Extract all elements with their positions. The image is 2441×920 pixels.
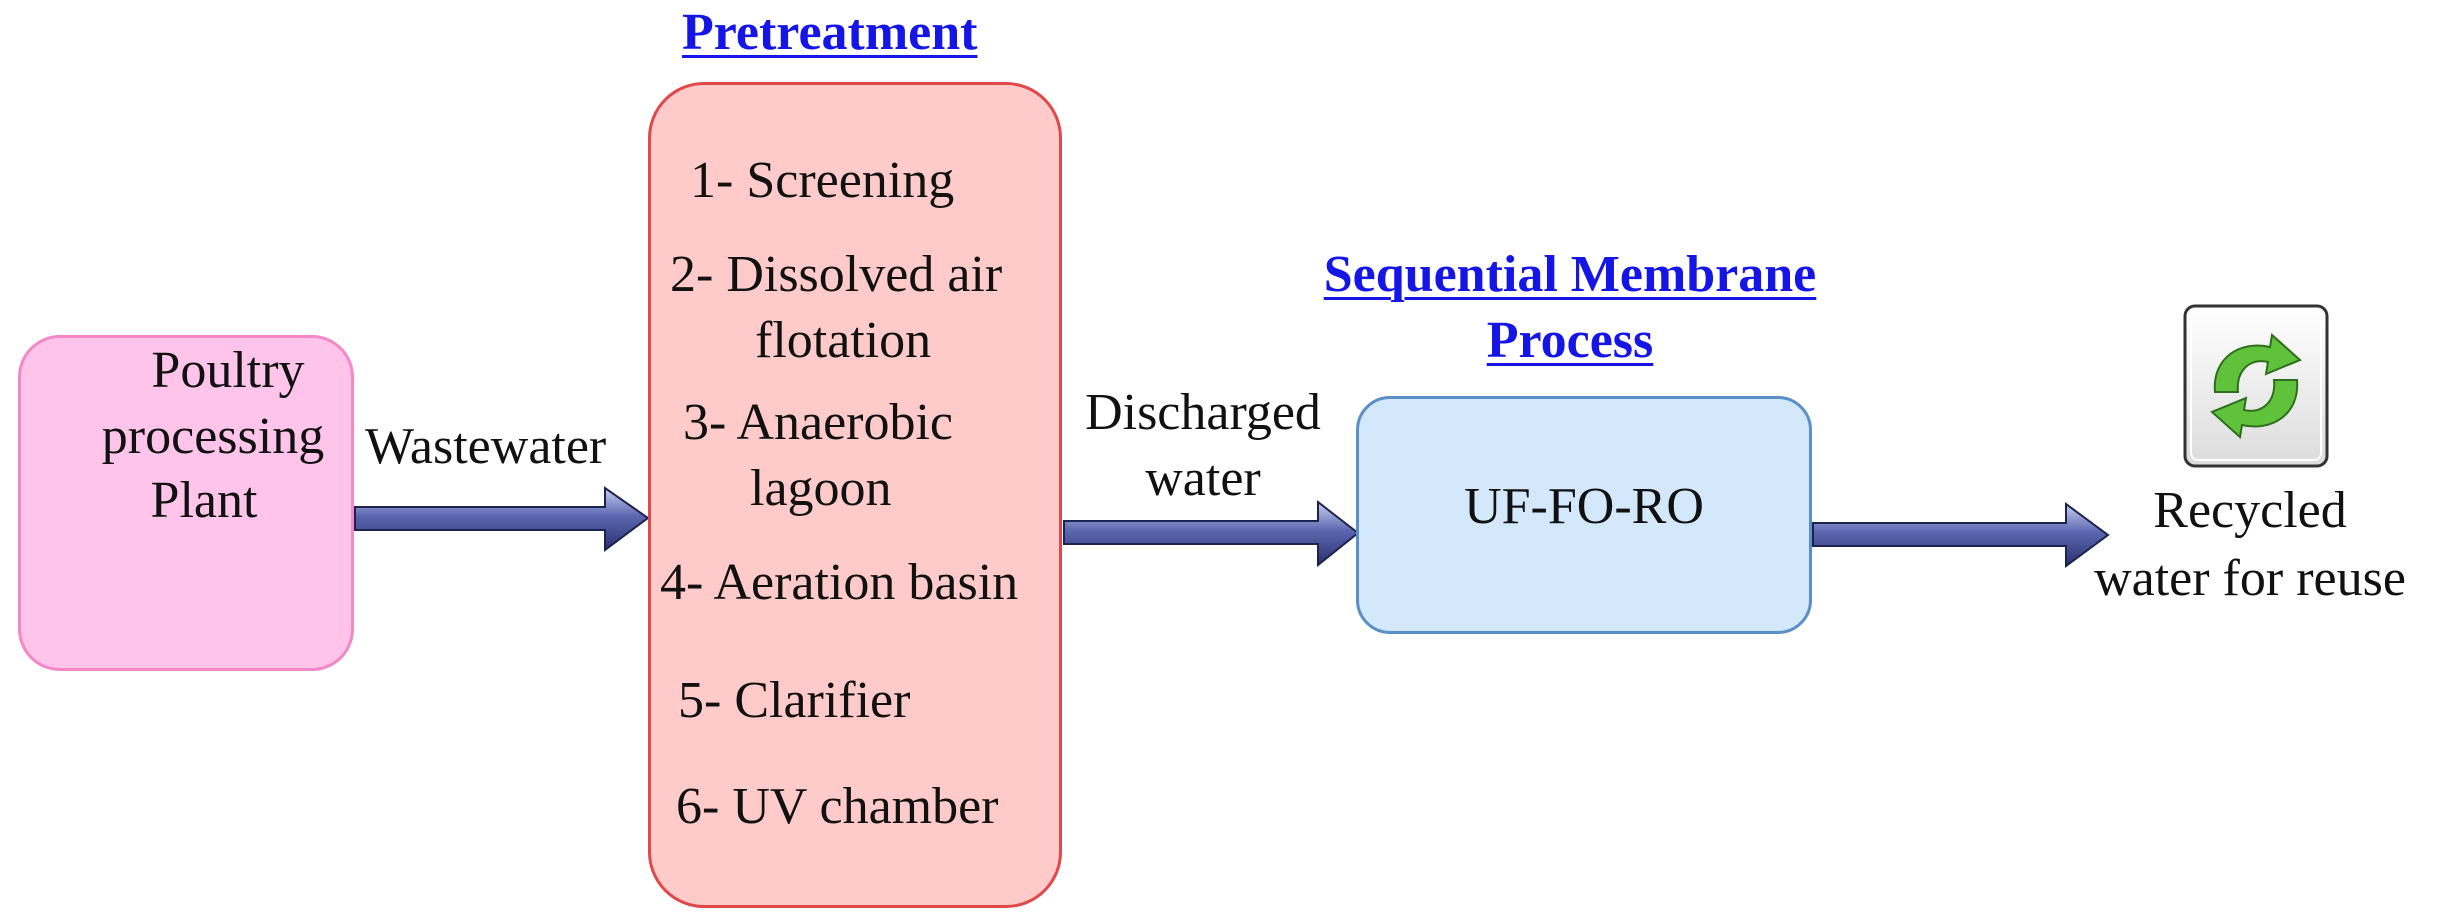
source-label-line-2: processing (101, 408, 325, 465)
step-2-line-2: flotation (755, 312, 932, 369)
pretreatment-heading: Pretreatment (682, 4, 978, 61)
pretreatment-box (648, 82, 1062, 908)
step-4: 4- Aeration basin (660, 554, 1019, 611)
arrow-wastewater (354, 486, 650, 552)
step-6: 6- UV chamber (676, 778, 999, 835)
membrane-heading-line-2: Process (1486, 312, 1654, 369)
step-3-line-2: lagoon (750, 460, 892, 517)
output-label-line-2: water for reuse (2094, 550, 2406, 607)
source-label-line-1: Poultry (151, 342, 305, 399)
recycle-icon (2183, 304, 2329, 468)
membrane-label: UF-FO-RO (1464, 478, 1704, 535)
edge-label-wastewater: Wastewater (365, 418, 607, 475)
arrow-recycled-water (1812, 502, 2110, 568)
output-label-line-1: Recycled (2153, 482, 2347, 539)
source-box (18, 335, 354, 671)
arrow-discharged-water (1063, 499, 1360, 568)
step-5: 5- Clarifier (678, 672, 911, 729)
edge-label-discharged-line-1: Discharged (1085, 384, 1321, 441)
source-label-line-3: Plant (150, 472, 258, 529)
membrane-heading-line-1: Sequential Membrane (1323, 246, 1817, 303)
membrane-box (1356, 396, 1812, 634)
step-2-line-1: 2- Dissolved air (670, 246, 1003, 303)
step-1: 1- Screening (690, 152, 955, 209)
edge-label-discharged-line-2: water (1145, 450, 1261, 507)
step-3-line-1: 3- Anaerobic (683, 394, 954, 451)
